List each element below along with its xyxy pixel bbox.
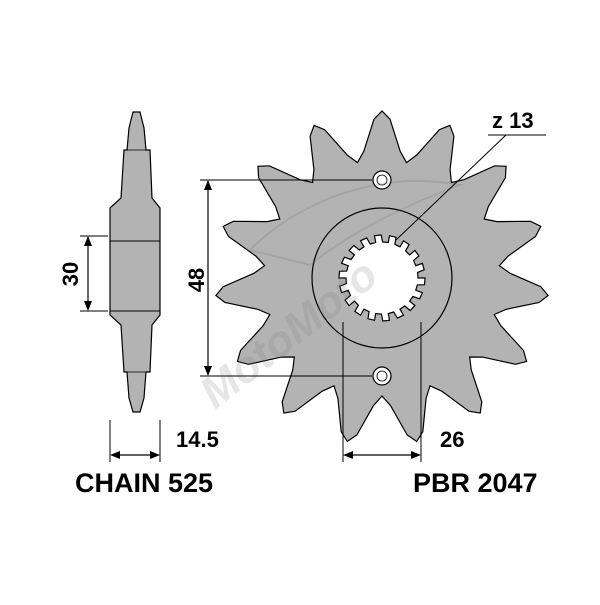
dimension-14-5-label-text: 14.5: [176, 427, 219, 452]
hub-circle: [311, 207, 453, 349]
part-number-label: PBR 2047: [413, 468, 538, 498]
spline-hole: [338, 234, 426, 322]
teeth-leader-line: [395, 134, 507, 241]
bolt-hole-bottom: [372, 366, 392, 386]
sprocket-front: [215, 110, 549, 443]
bolt-hole-top: [372, 170, 392, 190]
dimension-30-label: 30: [58, 262, 83, 286]
teeth-count-label: z 13: [492, 108, 534, 133]
dimension-30: [80, 235, 108, 312]
dimension-26: [342, 322, 422, 462]
chain-label: CHAIN 525: [75, 468, 213, 498]
dimension-48-label: 48: [184, 268, 209, 292]
side-profile-body: [109, 111, 161, 413]
dimension-14-5-label: 14.5: [176, 427, 219, 452]
side-profile: [109, 111, 161, 413]
dimension-26-label: 26: [440, 427, 464, 452]
dimension-14-5: [109, 420, 161, 462]
